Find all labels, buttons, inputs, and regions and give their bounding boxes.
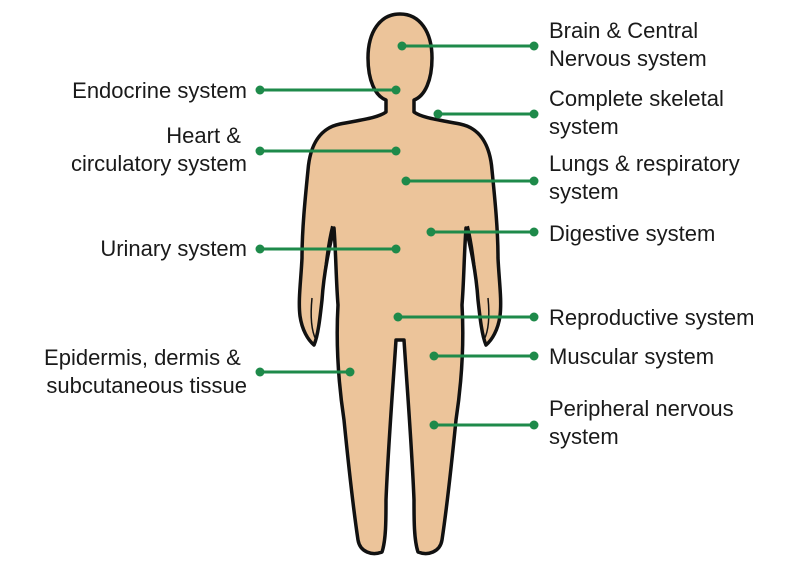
leader-dot-skeletal-end bbox=[530, 110, 539, 119]
label-skeletal-line1: Complete skeletal bbox=[549, 86, 724, 111]
label-brain-line1: Brain & Central bbox=[549, 18, 698, 43]
leader-dot-digestive-start bbox=[427, 228, 436, 237]
leader-dot-digestive-end bbox=[530, 228, 539, 237]
label-digestive: Digestive system bbox=[549, 221, 715, 246]
label-lungs-line1: Lungs & respiratory bbox=[549, 151, 740, 176]
leader-dot-lungs-end bbox=[530, 177, 539, 186]
body-silhouette bbox=[299, 14, 500, 554]
leader-dot-muscular-start bbox=[430, 352, 439, 361]
label-urinary-line1: Urinary system bbox=[100, 236, 247, 261]
label-urinary: Urinary system bbox=[100, 236, 247, 261]
leader-dot-endocrine-start bbox=[256, 86, 265, 95]
label-muscular-line1: Muscular system bbox=[549, 344, 714, 369]
leader-dot-heart-end bbox=[392, 147, 401, 156]
leader-dot-epidermis-start bbox=[256, 368, 265, 377]
label-peripheral-line2: system bbox=[549, 424, 619, 449]
label-skeletal: Complete skeletal system bbox=[549, 86, 730, 139]
leader-dot-reproductive-start bbox=[394, 313, 403, 322]
label-reproductive: Reproductive system bbox=[549, 305, 754, 330]
leader-dot-epidermis-end bbox=[346, 368, 355, 377]
label-lungs: Lungs & respiratory system bbox=[549, 151, 746, 204]
label-peripheral-line1: Peripheral nervous bbox=[549, 396, 734, 421]
leader-dot-urinary-start bbox=[256, 245, 265, 254]
leader-dot-urinary-end bbox=[392, 245, 401, 254]
label-epidermis-line2: subcutaneous tissue bbox=[46, 373, 247, 398]
label-epidermis: Epidermis, dermis & subcutaneous tissue bbox=[44, 345, 247, 398]
leader-dot-heart-start bbox=[256, 147, 265, 156]
label-heart-line1: Heart & bbox=[166, 123, 241, 148]
leader-dot-muscular-end bbox=[530, 352, 539, 361]
human-body-figure bbox=[299, 14, 500, 554]
leader-dot-lungs-start bbox=[402, 177, 411, 186]
label-heart-line2: circulatory system bbox=[71, 151, 247, 176]
label-peripheral: Peripheral nervous system bbox=[549, 396, 740, 449]
label-endocrine-line1: Endocrine system bbox=[72, 78, 247, 103]
leader-dot-skeletal-start bbox=[434, 110, 443, 119]
leader-dot-brain-end bbox=[530, 42, 539, 51]
leader-dot-peripheral-end bbox=[530, 421, 539, 430]
label-lungs-line2: system bbox=[549, 179, 619, 204]
leader-dot-endocrine-end bbox=[392, 86, 401, 95]
label-digestive-line1: Digestive system bbox=[549, 221, 715, 246]
leader-dot-reproductive-end bbox=[530, 313, 539, 322]
leader-dot-brain-start bbox=[398, 42, 407, 51]
leader-dot-peripheral-start bbox=[430, 421, 439, 430]
label-brain: Brain & Central Nervous system bbox=[549, 18, 707, 71]
label-epidermis-line1: Epidermis, dermis & bbox=[44, 345, 241, 370]
label-heart: Heart & circulatory system bbox=[71, 123, 247, 176]
label-brain-line2: Nervous system bbox=[549, 46, 707, 71]
label-muscular: Muscular system bbox=[549, 344, 714, 369]
label-skeletal-line2: system bbox=[549, 114, 619, 139]
label-endocrine: Endocrine system bbox=[72, 78, 247, 103]
label-reproductive-line1: Reproductive system bbox=[549, 305, 754, 330]
